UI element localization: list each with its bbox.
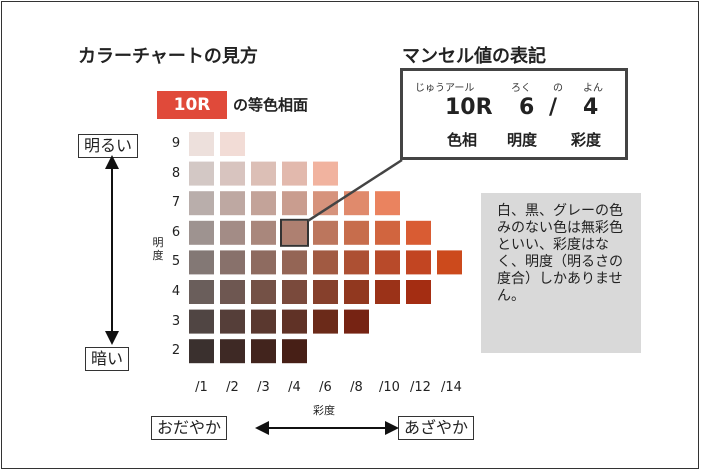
achromatic-note: 白、黒、グレーの色みのない色は無彩色といい、彩度はなく、明度（明るさの度合）しか… <box>481 193 641 353</box>
color-cell <box>344 250 369 275</box>
color-cell <box>406 220 431 245</box>
color-cell <box>220 132 245 156</box>
color-cell <box>437 250 462 275</box>
munsell-notation-box: じゅうアール ろく の よん 10R 6 / 4 色相 明度 彩度 <box>400 68 628 160</box>
x-tick-label: /10 <box>379 380 400 395</box>
dull-label: おだやか <box>151 416 228 440</box>
right-title: マンセル値の表記 <box>402 46 546 67</box>
y-tick-label: 5 <box>171 254 181 270</box>
x-tick-label: /8 <box>350 380 363 395</box>
color-cell <box>251 161 276 186</box>
color-cell <box>220 191 245 216</box>
color-cell <box>189 309 214 334</box>
color-cell <box>251 339 276 364</box>
y-axis-title: 明度 <box>152 236 164 262</box>
highlight-cell-outline <box>280 218 309 247</box>
color-cell <box>220 339 245 364</box>
x-tick-label: /3 <box>257 380 270 395</box>
notation-chroma: 4 <box>583 95 599 120</box>
color-cell <box>189 220 214 245</box>
color-cell <box>282 309 307 334</box>
label-value: 明度 <box>507 131 538 149</box>
color-cell <box>375 280 400 304</box>
y-tick-label: 3 <box>171 313 181 329</box>
y-tick-label: 8 <box>171 165 181 181</box>
color-cell <box>189 191 214 216</box>
color-cell <box>189 339 214 364</box>
color-cell <box>375 220 400 245</box>
reading-of: の <box>553 83 563 94</box>
color-cell <box>220 280 245 304</box>
notation-slash: / <box>549 95 558 120</box>
color-cell <box>282 339 307 364</box>
x-tick-label: /4 <box>288 380 301 395</box>
left-title: カラーチャートの見方 <box>78 46 258 67</box>
notation-value: 6 <box>519 95 535 120</box>
color-cell <box>189 132 214 156</box>
reading-hue: じゅうアール <box>415 83 475 94</box>
x-axis-title: 彩度 <box>313 404 335 417</box>
color-cell <box>282 191 307 216</box>
color-cell <box>189 250 214 275</box>
color-cell <box>251 220 276 245</box>
y-tick-label: 7 <box>171 195 181 211</box>
color-cell <box>313 280 338 304</box>
vivid-label: あざやか <box>398 416 475 440</box>
color-cell <box>251 250 276 275</box>
color-cell <box>313 161 338 186</box>
x-tick-label: /1 <box>195 380 208 395</box>
x-tick-label: /6 <box>319 380 332 395</box>
dark-label: 暗い <box>85 347 130 371</box>
hue-plane-label: の等色相面 <box>233 96 309 114</box>
bright-label: 明るい <box>78 134 139 158</box>
leader-line <box>307 158 403 222</box>
color-cell <box>282 280 307 304</box>
color-cell <box>251 191 276 216</box>
color-cell <box>282 250 307 275</box>
color-cell <box>406 250 431 275</box>
color-cell <box>313 220 338 245</box>
color-cell <box>189 280 214 304</box>
color-cell <box>220 309 245 334</box>
y-tick-label: 2 <box>171 343 181 359</box>
label-hue: 色相 <box>447 131 478 149</box>
color-cell <box>220 220 245 245</box>
color-cell <box>344 220 369 245</box>
reading-value: ろく <box>511 83 531 94</box>
color-cell <box>344 309 369 334</box>
x-tick-label: /2 <box>226 380 239 395</box>
reading-chroma: よん <box>583 83 603 94</box>
color-cell <box>251 309 276 334</box>
color-cell <box>406 280 431 304</box>
y-tick-label: 4 <box>171 284 181 299</box>
color-cell <box>344 280 369 304</box>
label-chroma: 彩度 <box>571 131 602 149</box>
color-cell <box>313 250 338 275</box>
color-cell <box>282 220 307 245</box>
color-cell <box>220 250 245 275</box>
color-cell <box>375 191 400 216</box>
color-cell <box>251 280 276 304</box>
color-cell <box>375 250 400 275</box>
color-cell <box>313 309 338 334</box>
color-cell <box>220 161 245 186</box>
color-cell <box>189 161 214 186</box>
x-tick-label: /14 <box>441 380 462 395</box>
x-tick-label: /12 <box>410 380 431 395</box>
y-tick-label: 9 <box>171 136 181 151</box>
notation-hue: 10R <box>445 95 493 120</box>
y-tick-label: 6 <box>171 224 181 240</box>
color-cell <box>282 161 307 186</box>
hue-badge: 10R <box>157 91 227 119</box>
